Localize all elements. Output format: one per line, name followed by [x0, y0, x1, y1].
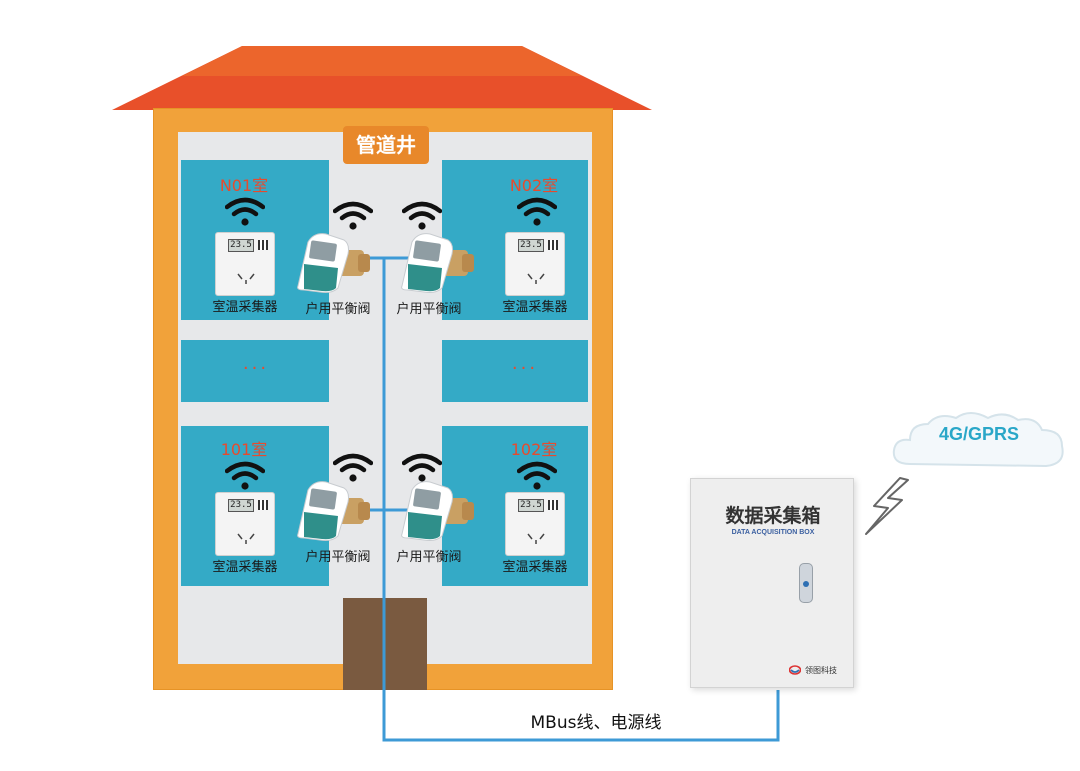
room-middle-left: [181, 340, 329, 402]
room-temperature-sensor: 23.5: [215, 232, 275, 296]
wifi-icon: [517, 461, 557, 490]
valve-label: 户用平衡阀: [305, 302, 371, 317]
sensor-label: 室温采集器: [212, 300, 278, 315]
roof: [112, 46, 652, 110]
socket-icon: [237, 533, 255, 544]
wifi-icon: [402, 453, 442, 482]
room-ellipsis-left: ···: [242, 358, 270, 379]
box-subtitle: DATA ACQUISITION BOX: [731, 529, 815, 536]
room-ellipsis-right: ···: [511, 358, 539, 379]
brand-name: 领图科技: [805, 666, 837, 675]
room-temperature-sensor: 23.5: [505, 492, 565, 556]
cable-label: MBus线、电源线: [530, 713, 662, 733]
data-acquisition-box: 数据采集箱 DATA ACQUISITION BOX 领图科技: [690, 478, 854, 688]
sensor-label: 室温采集器: [502, 300, 568, 315]
lock-icon: [799, 563, 813, 603]
door: [343, 598, 427, 690]
room-title-102: 102室: [510, 440, 558, 459]
qr-code-icon: [258, 240, 268, 250]
network-label: 4G/GPRS: [938, 424, 1020, 444]
room-title-101: 101室: [220, 440, 268, 459]
cloud-icon: [892, 412, 1064, 468]
wifi-icon: [333, 201, 373, 230]
sensor-label: 室温采集器: [502, 560, 568, 575]
box-title: 数据采集箱: [725, 505, 821, 527]
valve-label: 户用平衡阀: [396, 302, 462, 317]
sensor-display: 23.5: [228, 239, 254, 252]
wifi-icon: [402, 201, 442, 230]
qr-code-icon: [548, 500, 558, 510]
wifi-icon: [333, 453, 373, 482]
room-temperature-sensor: 23.5: [505, 232, 565, 296]
wifi-icon: [225, 197, 265, 226]
sensor-label: 室温采集器: [212, 560, 278, 575]
qr-code-icon: [258, 500, 268, 510]
balance-valve: [297, 233, 370, 293]
socket-icon: [527, 273, 545, 284]
room-title-n01: N01室: [219, 176, 269, 195]
room-title-n02: N02室: [509, 176, 559, 195]
wifi-icon: [517, 197, 557, 226]
valve-label: 户用平衡阀: [305, 550, 371, 565]
balance-valve: [297, 481, 370, 541]
brand-logo-icon: [789, 665, 801, 675]
sensor-display: 23.5: [518, 499, 544, 512]
balance-valve: [401, 233, 474, 293]
room-temperature-sensor: 23.5: [215, 492, 275, 556]
pipe-shaft-label: 管道井: [343, 126, 429, 164]
valve-label: 户用平衡阀: [396, 550, 462, 565]
qr-code-icon: [548, 240, 558, 250]
socket-icon: [237, 273, 255, 284]
balance-valve: [401, 481, 474, 541]
sensor-display: 23.5: [228, 499, 254, 512]
wifi-icon: [225, 461, 265, 490]
lightning-icon: [865, 477, 909, 535]
socket-icon: [527, 533, 545, 544]
sensor-display: 23.5: [518, 239, 544, 252]
